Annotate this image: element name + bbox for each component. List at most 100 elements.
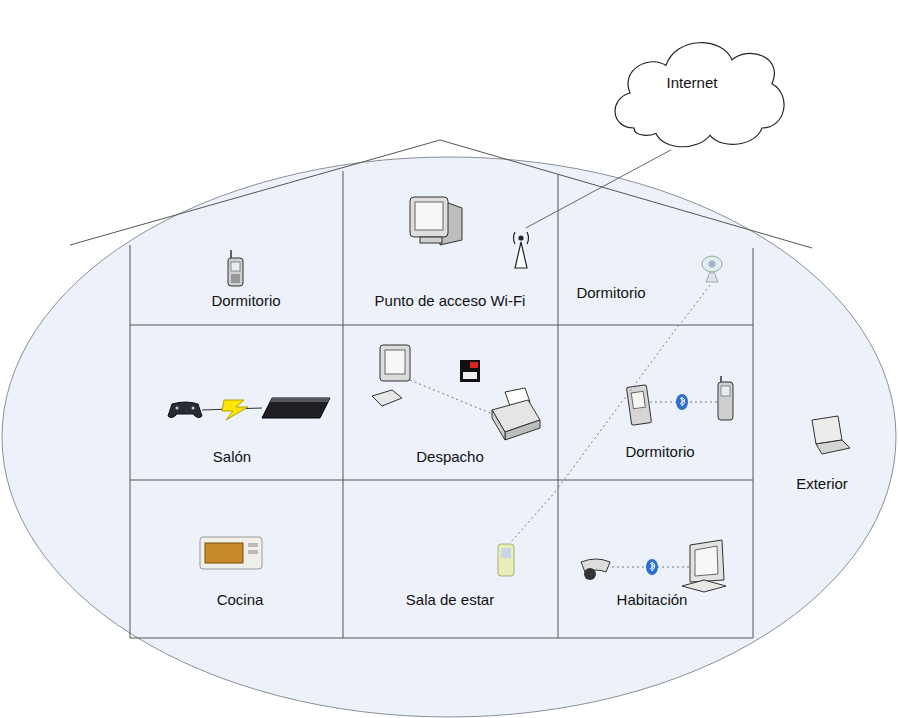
- pda-icon: [460, 360, 480, 382]
- room-box: Dormitorio: [130, 248, 343, 325]
- microwave: [200, 537, 262, 569]
- house-walls: [558, 175, 559, 638]
- game-console: [262, 398, 330, 418]
- room-name: Punto de acceso Wi-Fi: [375, 292, 526, 310]
- mobile-phone: [228, 250, 243, 286]
- ground-ellipse: [2, 157, 896, 717]
- room-box: Salón: [130, 325, 343, 480]
- gamepad: [168, 402, 202, 418]
- house-walls: [130, 325, 753, 326]
- headset-bluetooth-monitor: [581, 540, 726, 592]
- desktop-computer: [385, 350, 405, 374]
- bluetooth-link: [626, 385, 651, 425]
- room-box: Dormitorio: [558, 325, 753, 480]
- laptop: [812, 416, 850, 454]
- gamepad: [176, 407, 179, 410]
- bluetooth-link: [626, 376, 733, 425]
- room-name: Salón: [213, 448, 251, 466]
- wifi-antenna: [514, 232, 516, 244]
- cloud-shape: [615, 43, 784, 147]
- room-box: Despacho: [343, 325, 558, 480]
- desktop-computer: [372, 345, 495, 415]
- crt-monitor: [420, 237, 442, 243]
- crt-monitor: [410, 197, 448, 237]
- internet-cloud: Internet: [606, 25, 791, 150]
- ground-ellipse: [2, 157, 896, 717]
- wireless-bolt: [202, 400, 262, 420]
- desktop-computer: [410, 380, 495, 415]
- room-name: Cocina: [217, 591, 264, 609]
- wifi-antenna: [519, 236, 523, 240]
- room-name: Internet: [667, 74, 718, 92]
- mobile-phone: [228, 258, 243, 286]
- house-walls: [130, 480, 753, 481]
- network-link: [526, 150, 671, 228]
- gamepad: [168, 402, 202, 418]
- handheld-device: [498, 544, 514, 576]
- mobile-phone: [231, 262, 240, 271]
- webcam: [709, 261, 716, 268]
- handheld-device: [498, 544, 514, 576]
- room-box: Sala de estar: [343, 480, 558, 638]
- house-walls: [130, 245, 131, 638]
- crt-monitor: [415, 202, 443, 230]
- laptop: [812, 416, 842, 444]
- microwave: [248, 543, 258, 547]
- room-name: Dormitorio: [211, 292, 280, 310]
- headset-bluetooth-monitor: [690, 540, 724, 582]
- wireless-bolt: [222, 400, 248, 420]
- house-walls: [343, 171, 344, 638]
- headset-bluetooth-monitor: [650, 562, 655, 571]
- house-walls: [130, 638, 753, 639]
- room-name: Dormitorio: [625, 443, 694, 461]
- room-name: Dormitorio: [576, 284, 645, 302]
- headset-bluetooth-monitor: [682, 580, 726, 592]
- printer: [505, 420, 540, 440]
- mobile-phone: [231, 274, 240, 283]
- handheld-device: [501, 548, 511, 558]
- webcam: [706, 272, 718, 282]
- wifi-antenna: [515, 242, 527, 268]
- game-console: [270, 398, 330, 402]
- wifi-antenna: [514, 232, 529, 268]
- room-box: Habitación: [558, 480, 753, 638]
- pda-icon: [460, 360, 480, 382]
- gamepad: [192, 407, 195, 410]
- pda-icon: [463, 372, 477, 379]
- bluetooth-link: [720, 376, 722, 382]
- printer: [492, 410, 505, 440]
- area-label: Exterior: [796, 475, 848, 493]
- room-name: Sala de estar: [406, 591, 494, 609]
- headset-bluetooth-monitor: [695, 546, 718, 576]
- headset-bluetooth-monitor: [581, 559, 610, 572]
- bluetooth-link: [676, 394, 688, 410]
- camera-link-stub: [510, 285, 710, 543]
- laptop: [816, 440, 850, 454]
- pda-icon: [470, 362, 478, 368]
- mobile-phone: [230, 250, 232, 258]
- house-walls: [70, 140, 812, 248]
- camera-link-stub: [681, 285, 710, 323]
- room-box: Cocina: [130, 480, 343, 638]
- webcam: [702, 256, 722, 272]
- bluetooth-link: [718, 382, 733, 420]
- headset-bluetooth-monitor: [584, 568, 596, 580]
- webcam: [702, 256, 722, 282]
- desktop-computer: [372, 390, 402, 406]
- room-name: Habitación: [617, 591, 688, 609]
- room-box: Dormitorio: [558, 230, 753, 325]
- room-box: Punto de acceso Wi-Fi: [343, 228, 558, 325]
- wifi-antenna: [527, 232, 529, 244]
- headset-bluetooth-monitor: [646, 559, 658, 575]
- bluetooth-link: [721, 386, 730, 396]
- room-name: Despacho: [416, 448, 484, 466]
- game-console: [262, 398, 330, 418]
- desktop-computer: [380, 345, 410, 381]
- camera-link-stub: [510, 491, 556, 543]
- microwave: [200, 537, 262, 569]
- house-walls: [753, 248, 754, 638]
- house-walls: [70, 140, 812, 638]
- printer: [492, 388, 540, 440]
